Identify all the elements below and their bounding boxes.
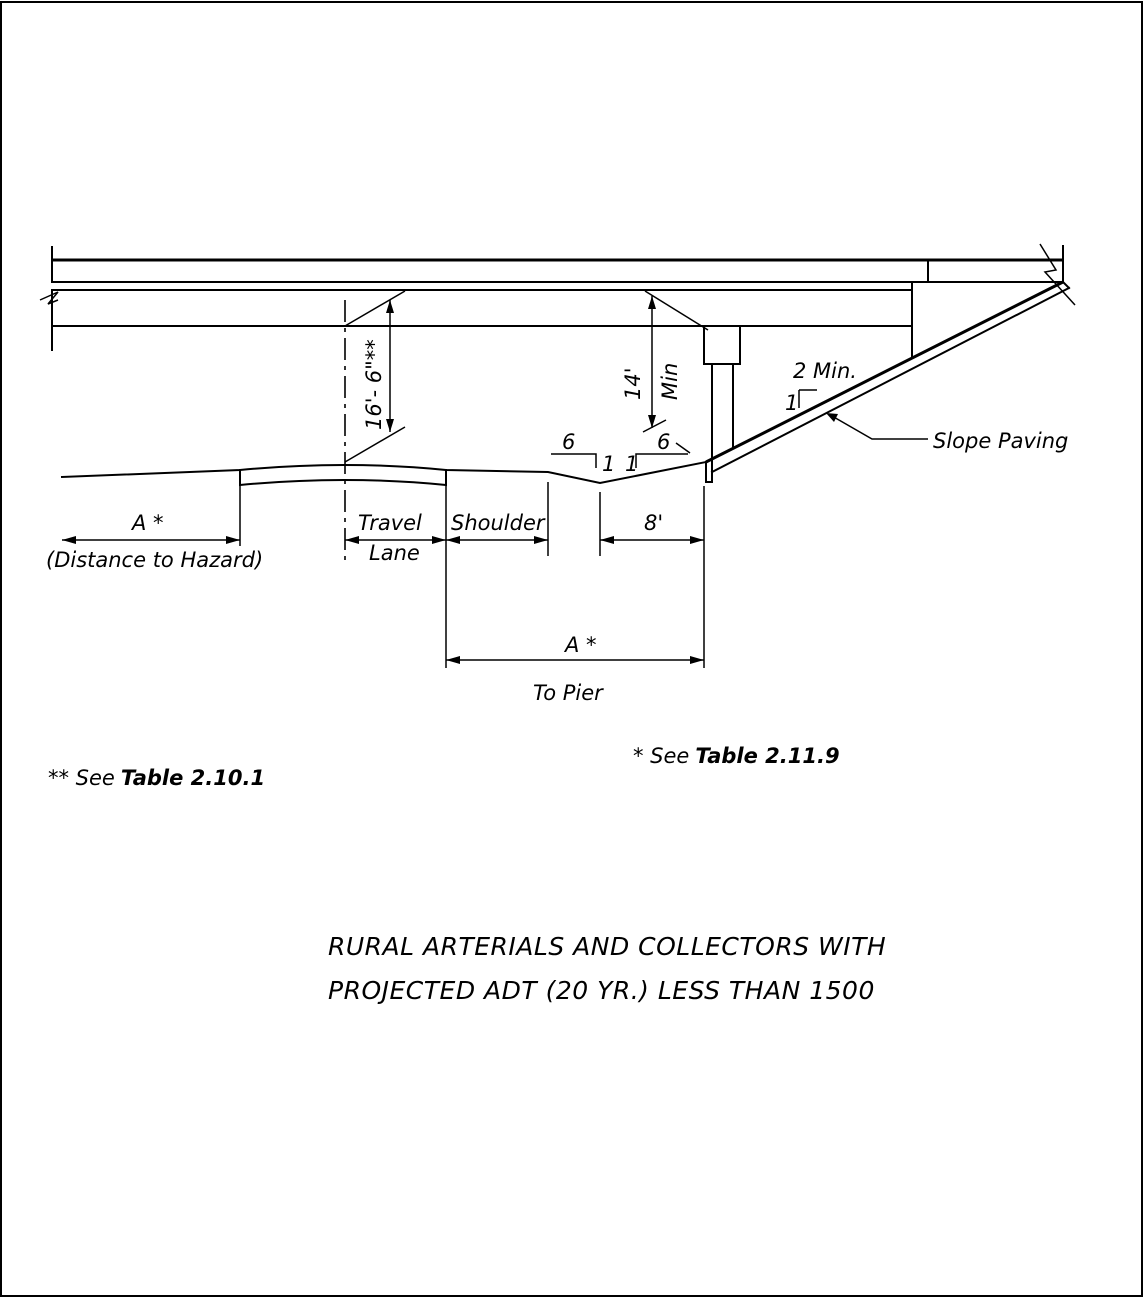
slope-paving-leader	[826, 413, 928, 440]
slope-paving-label: Slope Paving	[933, 429, 1068, 453]
ditch-left-rise: 1	[602, 452, 615, 476]
horizontal-dimensions	[62, 482, 705, 668]
ditch-right-run: 6	[657, 430, 670, 454]
slope-ratio-run: 2 Min.	[793, 359, 857, 383]
ditch-left-run: 6	[562, 430, 575, 454]
note1-ref: Table 2.10.1	[121, 766, 265, 790]
break-line	[1039, 243, 1076, 306]
bridge-girder	[39, 282, 913, 357]
to-pier-label: To Pier	[533, 681, 604, 705]
travel-label: Travel	[358, 511, 422, 535]
shoulder-label: Shoulder	[451, 511, 546, 535]
title-line-1: RURAL ARTERIALS AND COLLECTORS WITH	[328, 932, 886, 961]
min-clearance-dimension	[642, 290, 709, 433]
ground-profile	[60, 460, 708, 487]
slope-paving	[705, 280, 1071, 474]
clearance-label: 16'- 6"**	[362, 339, 386, 430]
distance-a-label: A *	[130, 511, 164, 535]
eight-ft-label: 8'	[644, 511, 663, 535]
slope-ratio-mark	[798, 389, 817, 408]
distance-to-hazard-label: (Distance to Hazard)	[46, 548, 263, 572]
bridge-deck	[51, 245, 1064, 283]
ditch-right-mark	[635, 453, 688, 468]
ditch-left-mark	[551, 453, 597, 468]
note2-prefix: * See	[633, 744, 689, 768]
clearance-dimension	[344, 290, 406, 463]
note2-ref: Table 2.11.9	[695, 744, 839, 768]
title-line-2: PROJECTED ADT (20 YR.) LESS THAN 1500	[328, 976, 875, 1005]
slope-ratio-rise: 1	[785, 391, 798, 415]
ditch-right-rise: 1	[625, 452, 638, 476]
note1-prefix: ** See	[48, 766, 115, 790]
pier	[703, 325, 741, 483]
ditch-right-leader	[675, 442, 691, 454]
min-clearance-value: 14'	[621, 368, 645, 401]
min-clearance-label: Min	[658, 363, 682, 400]
a-to-pier-label: A *	[563, 633, 597, 657]
lane-label: Lane	[369, 541, 420, 565]
